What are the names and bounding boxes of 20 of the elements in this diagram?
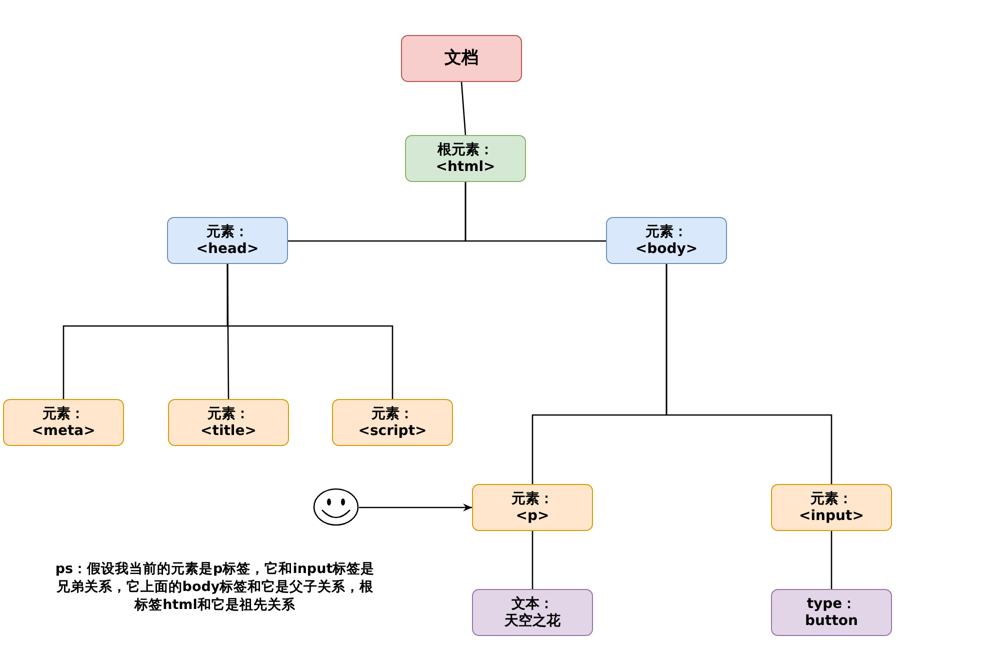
connector-line [830,531,832,589]
root-box: 根元素： <html> [405,135,526,182]
element-box: 元素： <script> [332,399,453,446]
attribute-box: type： button [771,589,892,636]
title-box: 文档 [401,35,522,82]
connector-line [666,264,832,484]
note-text: ps：假设我当前的元素是p标签，它和input标签是兄弟关系，它上面的body标签和它是父子关系，根标签html和它是祖先关系 [54,560,376,614]
connector-line [226,264,394,399]
element-box: 元素： <head> [167,217,288,264]
connector-line [532,531,534,589]
attribute-box: 文本：天空之花 [472,589,593,636]
element-box: 元素： <meta> [3,399,124,446]
element-box: 元素： <input> [771,484,892,531]
element-box: 元素： <body> [606,217,727,264]
arrow [359,504,472,512]
smiley-icon [313,488,359,526]
element-box: 元素： <title> [168,399,289,446]
connector-line [464,182,606,242]
connector-line [460,82,466,136]
element-box: 元素： <p> [472,484,593,531]
